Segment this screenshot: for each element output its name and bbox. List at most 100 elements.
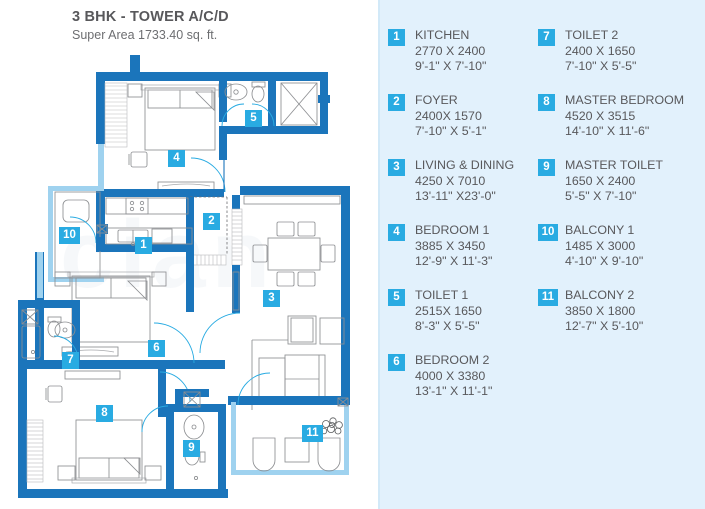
plan-tag-toilet-1[interactable]: 5: [245, 110, 262, 127]
legend-name-master-bedroom: MASTER BEDROOM: [565, 93, 685, 107]
furniture-dresser-bedroom2: [61, 346, 119, 357]
plan-tag-kitchen[interactable]: 1: [135, 237, 152, 254]
legend-item-master-toilet[interactable]: 9 MASTER TOILET 1650 X 2400 5'-5" X 7'-1…: [538, 158, 703, 210]
legend-dim-ft-master-toilet: 5'-5" X 7'-10": [565, 189, 637, 203]
room-master-bedroom: [18, 369, 228, 498]
furniture-kitchen-counter-top: [105, 197, 189, 215]
legend-dim-ft-balcony-1: 4'-10" X 9'-10": [565, 254, 644, 268]
legend-badge-10: 10: [538, 224, 558, 241]
legend-badge-3: 3: [388, 159, 405, 176]
room-master-toilet: [141, 404, 226, 498]
furniture-bed-bedroom2: [67, 271, 155, 343]
legend-column-left: 1 KITCHEN 2770 X 2400 9'-1" X 7'-10" 2 F…: [388, 28, 540, 418]
legend-dim-ft-living-dining: 13'-11" X23'-0": [415, 189, 496, 203]
legend-name-toilet-2: TOILET 2: [565, 28, 619, 42]
legend-item-balcony-2[interactable]: 11 BALCONY 2 3850 X 1800 12'-7" X 5'-10": [538, 288, 703, 340]
legend-dim-mm-balcony-1: 1485 X 3000: [565, 238, 636, 253]
plan-tag-master-bedroom[interactable]: 8: [96, 405, 113, 422]
legend-dim-mm-toilet-2: 2400 X 1650: [565, 43, 636, 58]
legend-name-toilet-1: TOILET 1: [415, 288, 469, 302]
furniture-chair-bedroom1: [128, 151, 148, 168]
legend-dim-mm-living-dining: 4250 X 7010: [415, 173, 486, 188]
legend-badge-1: 1: [388, 29, 405, 46]
legend-item-bedroom-1[interactable]: 4 BEDROOM 1 3885 X 3450 12'-9" X 11'-3": [388, 223, 540, 275]
legend-item-living-dining[interactable]: 3 LIVING & DINING 4250 X 7010 13'-11" X2…: [388, 158, 540, 210]
plan-tag-bedroom-1[interactable]: 4: [168, 150, 185, 167]
entry-door: [226, 489, 228, 498]
legend-badge-4: 4: [388, 224, 405, 241]
legend-dim-mm-foyer: 2400X 1570: [415, 108, 482, 123]
plan-tag-bedroom-2[interactable]: 6: [148, 340, 165, 357]
legend-panel: 1 KITCHEN 2770 X 2400 9'-1" X 7'-10" 2 F…: [378, 0, 705, 509]
fixture-washbasin-toilet2: [54, 321, 76, 339]
legend-column-right: 7 TOILET 2 2400 X 1650 7'-10" X 5'-5" 8 …: [538, 28, 703, 353]
room-bedroom-1: [96, 55, 328, 204]
legend-badge-7: 7: [538, 29, 555, 46]
fixture-wc-toilet2: [47, 316, 62, 338]
room-living-dining: [199, 186, 350, 410]
legend-name-kitchen: KITCHEN: [415, 28, 470, 42]
floor-plan-drawing: .w{fill:#1b75bb;} .wl{fill:#9fd2ef;} .f{…: [18, 55, 350, 498]
plan-tag-balcony-2[interactable]: 11: [302, 425, 323, 442]
plan-tag-master-toilet[interactable]: 9: [183, 440, 200, 457]
legend-item-toilet-2[interactable]: 7 TOILET 2 2400 X 1650 7'-10" X 5'-5": [538, 28, 703, 80]
legend-name-balcony-1: BALCONY 1: [565, 223, 635, 237]
fixture-washbasin-master-toilet: [183, 414, 205, 440]
furniture-sofa-set: [251, 315, 345, 410]
furniture-bed-master: [71, 419, 147, 484]
fixture-washbasin-toilet1: [224, 83, 248, 101]
legend-dim-mm-master-bedroom: 4520 X 3515: [565, 108, 636, 123]
legend-item-balcony-1[interactable]: 10 BALCONY 1 1485 X 3000 4'-10" X 9'-10": [538, 223, 703, 275]
legend-name-bedroom-1: BEDROOM 1: [415, 223, 490, 237]
page-title: 3 BHK - TOWER A/C/D: [72, 9, 229, 25]
legend-dim-mm-kitchen: 2770 X 2400: [415, 43, 486, 58]
furniture-dresser-bedroom1: [157, 181, 215, 191]
foyer-floor-hatch: [189, 254, 227, 266]
shaft-entry: [175, 389, 209, 408]
legend-badge-9: 9: [538, 159, 555, 176]
legend-dim-ft-bedroom-1: 12'-9" X 11'-3": [415, 254, 493, 268]
legend-name-balcony-2: BALCONY 2: [565, 288, 635, 302]
legend-name-foyer: FOYER: [415, 93, 458, 107]
legend-item-kitchen[interactable]: 1 KITCHEN 2770 X 2400 9'-1" X 7'-10": [388, 28, 540, 80]
legend-dim-ft-foyer: 7'-10" X 5'-1": [415, 124, 487, 138]
legend-dim-mm-toilet-1: 2515X 1650: [415, 303, 482, 318]
legend-name-bedroom-2: BEDROOM 2: [415, 353, 490, 367]
legend-item-master-bedroom[interactable]: 8 MASTER BEDROOM 4520 X 3515 14'-10" X 1…: [538, 93, 703, 145]
legend-item-foyer[interactable]: 2 FOYER 2400X 1570 7'-10" X 5'-1": [388, 93, 540, 145]
furniture-dining-set: [252, 221, 336, 287]
window-hatch-bedroom1: [104, 82, 128, 148]
plan-tag-living-dining[interactable]: 3: [263, 290, 280, 307]
legend-dim-ft-bedroom-2: 13'-1" X 11'-1": [415, 384, 493, 398]
fixture-wc-toilet1: [251, 81, 266, 103]
plan-tag-toilet-2[interactable]: 7: [62, 352, 79, 369]
legend-dim-mm-bedroom-1: 3885 X 3450: [415, 238, 486, 253]
floor-plan-svg: .w{fill:#1b75bb;} .wl{fill:#9fd2ef;} .f{…: [18, 55, 350, 498]
room-toilet-1: [219, 72, 277, 134]
title-block: 3 BHK - TOWER A/C/D Super Area 1733.40 s…: [72, 8, 372, 44]
shaft-top-right: [276, 72, 330, 134]
legend-badge-8: 8: [538, 94, 555, 111]
legend-badge-5: 5: [388, 289, 405, 306]
legend-name-master-toilet: MASTER TOILET: [565, 158, 663, 172]
decor-plant-balcony2: [320, 417, 343, 435]
room-bedroom-2: [35, 252, 225, 369]
plan-tag-balcony-1[interactable]: 10: [59, 227, 80, 244]
legend-item-toilet-1[interactable]: 5 TOILET 1 2515X 1650 8'-3" X 5'-5": [388, 288, 540, 340]
page-subtitle: Super Area 1733.40 sq. ft.: [72, 28, 218, 42]
legend-dim-mm-balcony-2: 3850 X 1800: [565, 303, 636, 318]
room-toilet-2: [18, 300, 80, 369]
legend-badge-6: 6: [388, 354, 405, 371]
legend-dim-ft-balcony-2: 12'-7" X 5'-10": [565, 319, 644, 333]
living-partition-hatch: [231, 208, 243, 266]
legend-dim-mm-master-toilet: 1650 X 2400: [565, 173, 636, 188]
legend-dim-ft-master-bedroom: 14'-10" X 11'-6": [565, 124, 650, 138]
plan-tag-foyer[interactable]: 2: [203, 213, 220, 230]
window-hatch-master: [26, 419, 44, 483]
legend-name-living-dining: LIVING & DINING: [415, 158, 515, 172]
legend-badge-11: 11: [538, 289, 558, 306]
legend-item-bedroom-2[interactable]: 6 BEDROOM 2 4000 X 3380 13'-1" X 11'-1": [388, 353, 540, 405]
legend-dim-mm-bedroom-2: 4000 X 3380: [415, 368, 486, 383]
legend-dim-ft-kitchen: 9'-1" X 7'-10": [415, 59, 487, 73]
furniture-bed-bedroom1: [140, 84, 220, 151]
